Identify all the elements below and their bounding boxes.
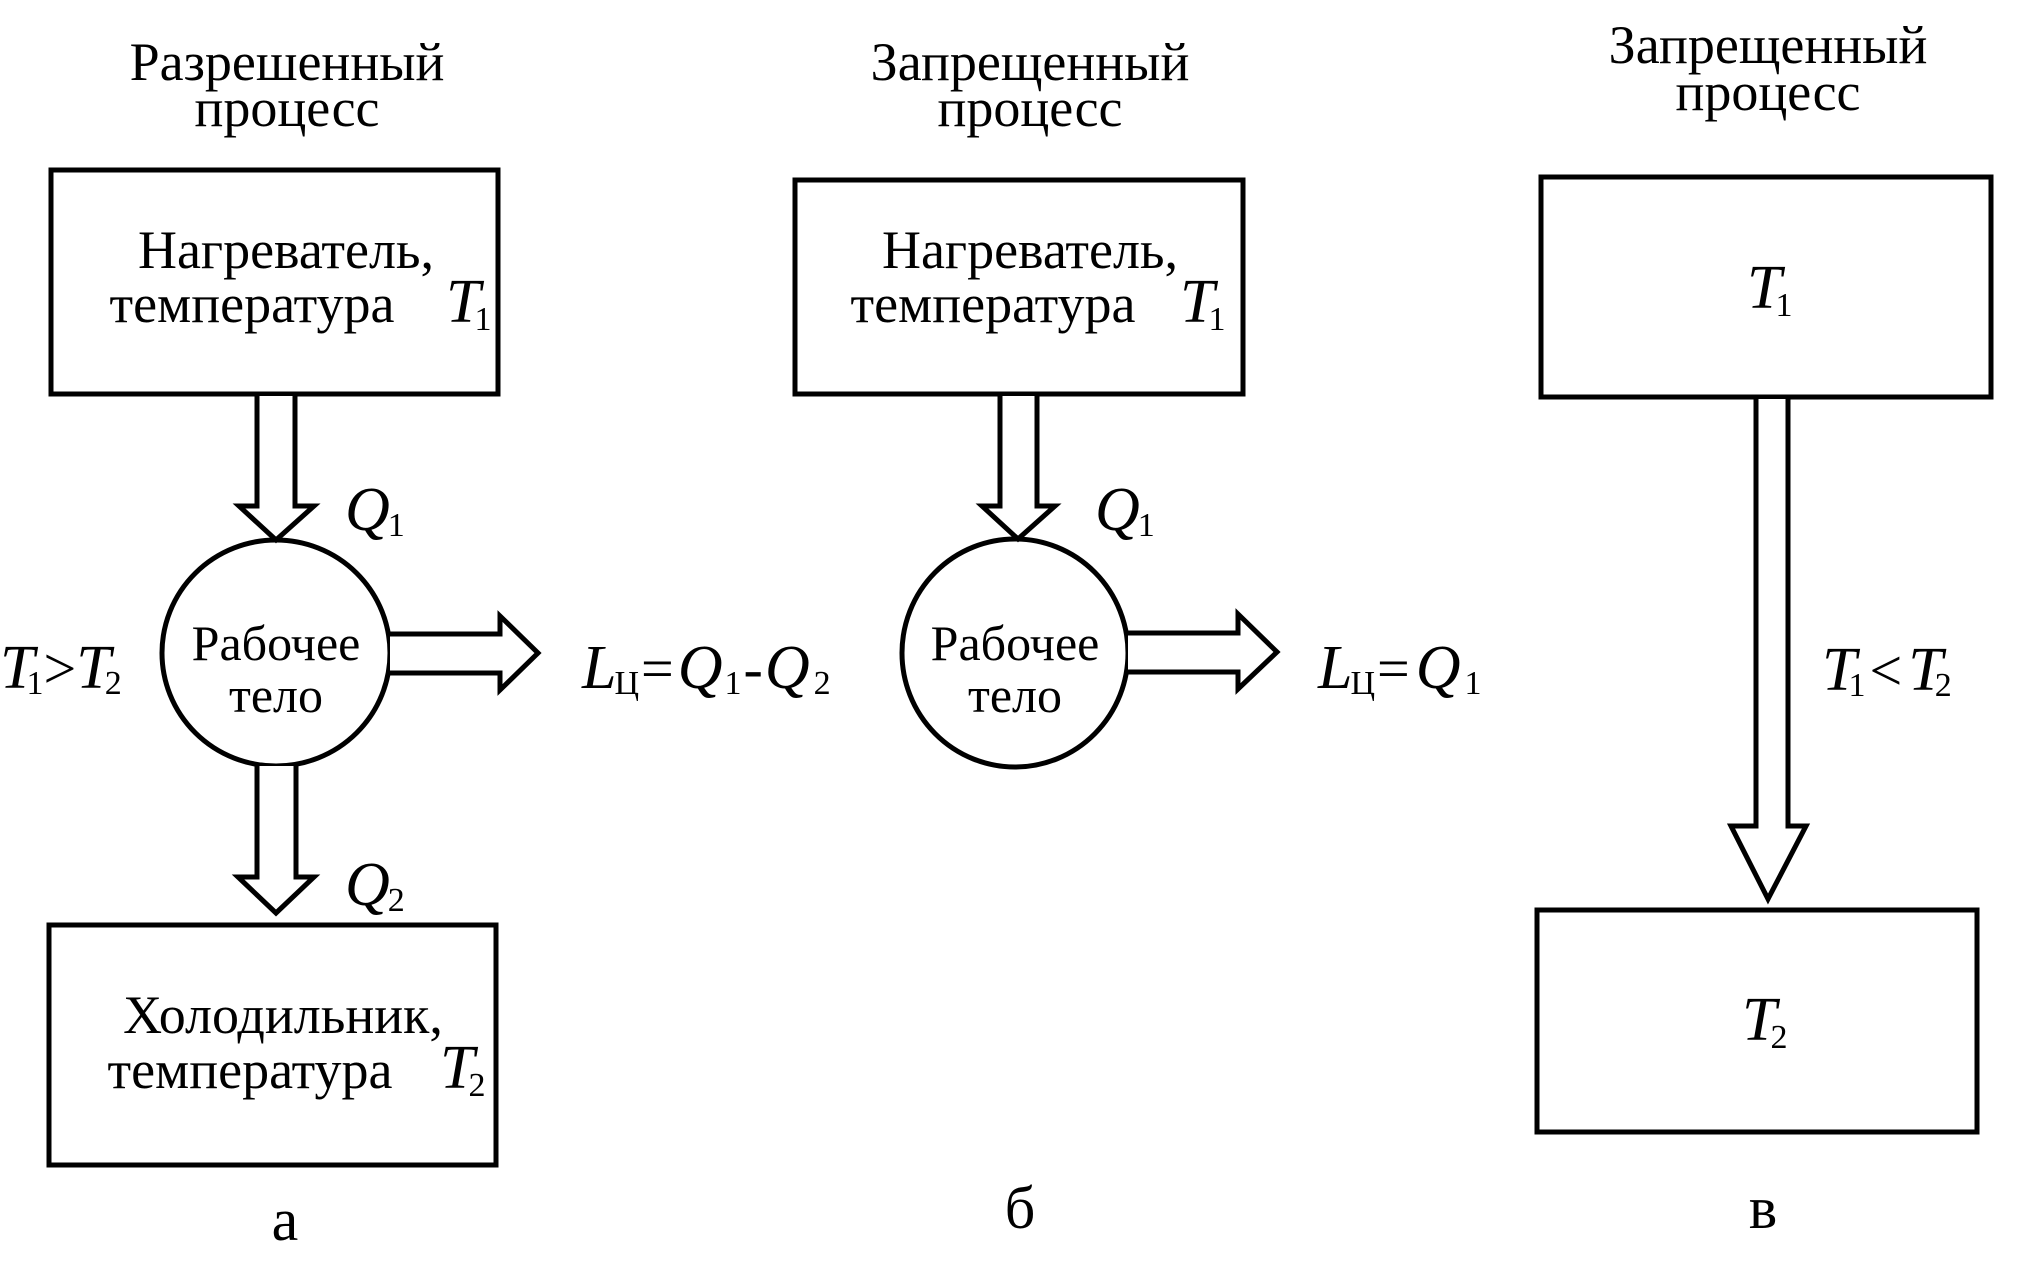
panel-a-heater-temp-label: температура [109, 274, 394, 334]
panel-a-working-body-line1: Рабочее [192, 615, 361, 671]
panel-a-heater-label: Нагреватель, [138, 220, 434, 280]
panel-c-title-line1: Запрещенный [1609, 15, 1928, 75]
panel-a-cooler-box [46, 922, 499, 1168]
panel-b-heater-box [792, 177, 1246, 397]
panel-b-q1-label: Q1 [1095, 476, 1155, 544]
panel-a-heat-in-arrow [232, 396, 321, 544]
panel-c-bottom-box-symbol: T2 [1742, 986, 1787, 1056]
panel-b-work-arrow [1128, 608, 1281, 695]
panel-a-title-line2: процесс [194, 78, 379, 138]
panel-a-working-body-line2: тело [229, 667, 323, 723]
panel-c-bottom-box [1534, 907, 1980, 1135]
panel-b-title-line1: Запрещенный [871, 32, 1190, 92]
panel-a: Разрешенный процесс Нагреватель, темпера… [0, 32, 831, 1253]
panel-c-heat-arrow [1726, 399, 1811, 905]
panel-b-heater-temp-label: температура [850, 274, 1135, 334]
panel-c-top-box [1538, 174, 1994, 400]
panel-c: Запрещенный процесс T1 T1<T2 T2 в [1534, 15, 1994, 1241]
panel-a-heater-box [48, 167, 501, 397]
panel-a-heat-out-arrow [231, 766, 321, 917]
panel-a-title-line1: Разрешенный [130, 32, 445, 92]
panel-b-working-body-line1: Рабочее [931, 615, 1100, 671]
panel-a-cooler-temp-label: температура [107, 1040, 392, 1100]
panel-c-top-box-symbol: T1 [1747, 254, 1792, 324]
panel-a-work-arrow [390, 610, 542, 696]
panel-a-condition: T1>T2 [0, 634, 122, 702]
panel-b-working-body-line2: тело [968, 667, 1062, 723]
panel-b-heater-temp-symbol: T1 [1180, 268, 1225, 338]
panel-c-caption: в [1749, 1175, 1777, 1241]
panel-a-q1-label: Q1 [345, 476, 405, 544]
panel-a-cooler-label: Холодильник, [123, 985, 443, 1045]
panel-a-heater-temp-symbol: T1 [446, 268, 491, 338]
panel-c-title-line2: процесс [1675, 62, 1860, 122]
panel-b-title-line2: процесс [937, 78, 1122, 138]
panel-a-caption: а [272, 1187, 299, 1253]
panel-a-cooler-temp-symbol: T2 [440, 1034, 485, 1104]
panel-b-heat-in-arrow [975, 396, 1062, 543]
panel-b: Запрещенный процесс Нагреватель, темпера… [792, 32, 1482, 1241]
panel-a-q2-label: Q2 [345, 851, 405, 919]
panel-c-condition: T1<T2 [1822, 636, 1952, 704]
panel-b-caption: б [1005, 1175, 1036, 1241]
panel-b-heater-label: Нагреватель, [882, 220, 1178, 280]
